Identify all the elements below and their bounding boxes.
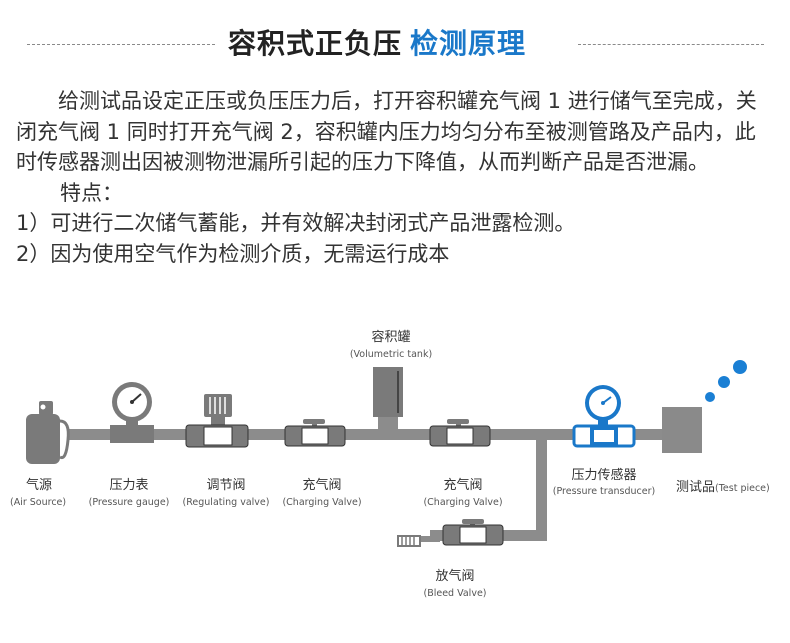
- header: 容积式正负压检测原理: [0, 20, 790, 64]
- title-highlight: 检测原理: [410, 27, 527, 60]
- label-test-piece-en: (Test piece): [715, 483, 770, 494]
- charging-valve-1-icon: [284, 419, 346, 447]
- label-charging-valve-1-en: (Charging Valve): [282, 497, 361, 508]
- description: 给测试品设定正压或负压压力后，打开容积罐充气阀 1 进行储气至完成，关闭充气阀 …: [16, 86, 776, 269]
- label-test-piece: 测试品(Test piece): [676, 480, 770, 495]
- regulating-valve-icon: [185, 394, 249, 448]
- pneumatic-diagram: 容积罐 (Volumetric tank) 气源 (Air Source) 压力…: [10, 329, 770, 599]
- description-paragraph: 给测试品设定正压或负压压力后，打开容积罐充气阀 1 进行储气至完成，关闭充气阀 …: [16, 89, 757, 174]
- label-volumetric-tank-en: (Volumetric tank): [350, 349, 432, 360]
- features-heading: 特点：: [60, 180, 123, 205]
- bleed-valve-icon: [397, 519, 504, 547]
- label-charging-valve-2: 充气阀: [443, 477, 482, 493]
- header-divider-left: [27, 44, 215, 45]
- pipe-bleed-exhaust: [418, 536, 440, 542]
- label-air-source-en: (Air Source): [10, 497, 66, 508]
- pipe-main: [68, 429, 668, 440]
- label-test-piece-zh: 测试品: [676, 480, 715, 495]
- volumetric-tank-icon: [373, 367, 403, 417]
- page-title: 容积式正负压检测原理: [228, 22, 526, 62]
- label-pressure-gauge: 压力表: [109, 478, 148, 493]
- feature-item-1: 1）可进行二次储气蓄能，并有效解决封闭式产品泄露检测。: [16, 211, 576, 235]
- title-main: 容积式正负压: [228, 27, 403, 60]
- label-charging-valve-1: 充气阀: [302, 477, 341, 493]
- bubbles-icon: [705, 360, 747, 402]
- label-pressure-transducer: 压力传感器: [571, 467, 636, 483]
- pressure-gauge-icon: [110, 382, 154, 443]
- label-air-source: 气源: [26, 477, 52, 493]
- label-charging-valve-2-en: (Charging Valve): [423, 497, 502, 508]
- label-pressure-gauge-en: (Pressure gauge): [89, 497, 170, 508]
- label-volumetric-tank: 容积罐: [371, 329, 410, 345]
- charging-valve-2-icon: [429, 419, 491, 447]
- pipe-bleed-vertical: [536, 439, 547, 536]
- label-regulating-valve: 调节阀: [206, 478, 245, 493]
- label-pressure-transducer-en: (Pressure transducer): [553, 486, 655, 497]
- pressure-transducer-icon: [572, 385, 636, 448]
- air-source-icon: [26, 401, 70, 464]
- label-regulating-valve-en: (Regulating valve): [183, 497, 270, 508]
- test-piece-icon: [662, 407, 702, 453]
- label-bleed-valve: 放气阀: [435, 568, 474, 584]
- label-bleed-valve-en: (Bleed Valve): [424, 588, 487, 599]
- header-divider-right: [578, 44, 764, 45]
- feature-item-2: 2）因为使用空气作为检测介质，无需运行成本: [16, 241, 450, 266]
